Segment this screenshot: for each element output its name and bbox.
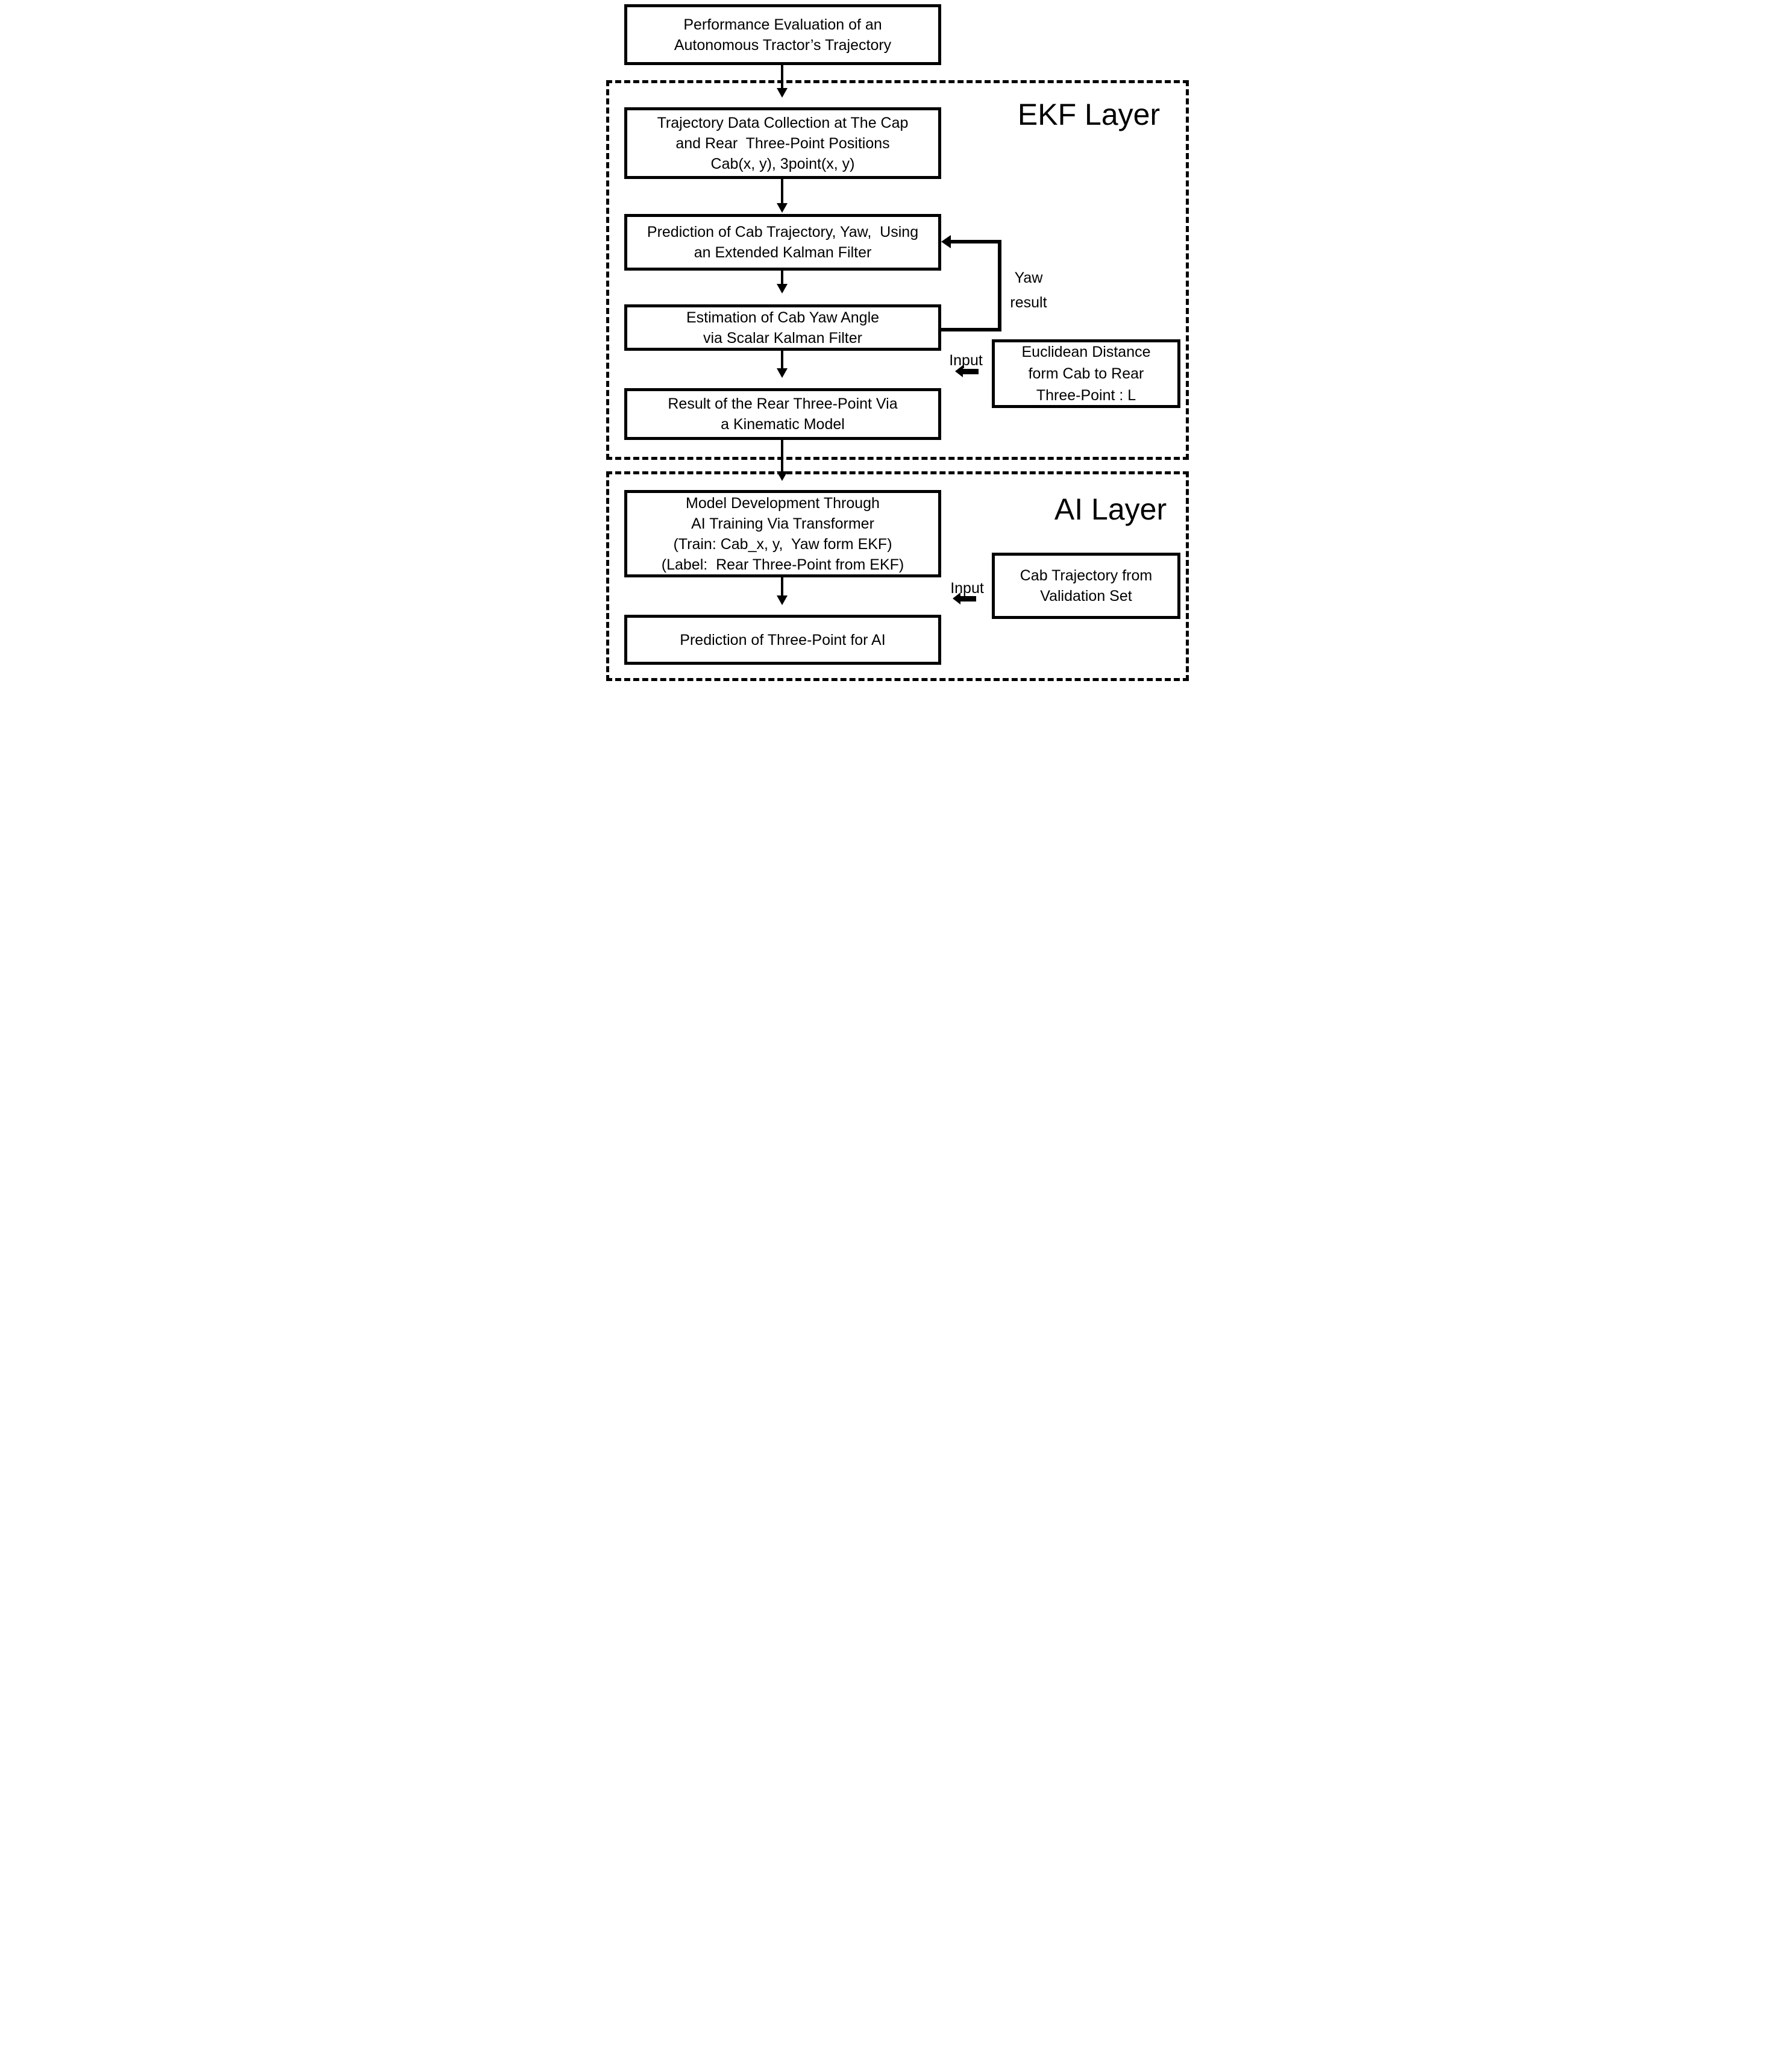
node-data-collection: Trajectory Data Collection at The Cap an… [624,107,941,179]
node-ai-prediction: Prediction of Three-Point for AI [624,615,941,665]
node-yaw-estimation: Estimation of Cab Yaw Angle via Scalar K… [624,304,941,351]
node-title: Performance Evaluation of an Autonomous … [624,4,941,65]
ekf-input-label: Input [949,352,983,369]
ekf-layer-label: EKF Layer [1017,98,1161,131]
flowchart: EKF Layer AI Layer Performance Evaluatio… [597,0,1195,685]
node-euclidean-distance: Euclidean Distance form Cab to Rear Thre… [992,339,1180,408]
yaw-feedback-arrowhead-icon [941,235,951,248]
node-cab-trajectory: Cab Trajectory from Validation Set [992,553,1180,619]
ai-layer-container [606,471,1189,681]
node-kinematic-result: Result of the Rear Three-Point Via a Kin… [624,388,941,440]
yaw-result-label: Yaw result [1010,269,1047,311]
ai-layer-label: AI Layer [1054,492,1167,526]
node-model-development: Model Development Through AI Training Vi… [624,490,941,577]
node-ekf-prediction: Prediction of Cab Trajectory, Yaw, Using… [624,214,941,271]
ekf-layer-container [606,80,1189,460]
